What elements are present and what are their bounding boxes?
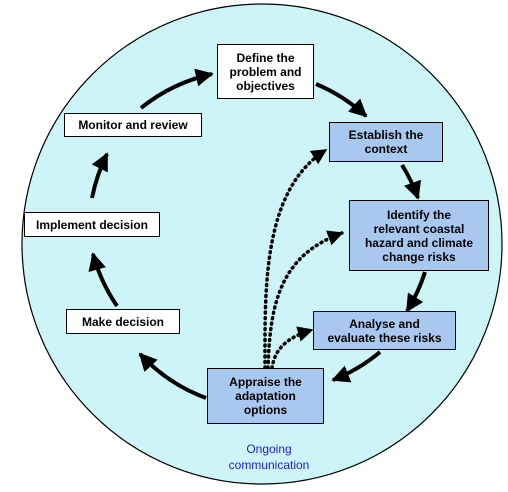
step-make-decision: Make decision (66, 309, 180, 334)
cycle-arrow-implement-to-monitor (90, 152, 109, 199)
cycle-arrow-monitor-to-define (139, 68, 214, 110)
step-identify-risks: Identify the relevant coastal hazard and… (349, 200, 489, 271)
step-appraise-options: Appraise the adaptation options (207, 368, 324, 424)
cycle-arrow-make-to-implement (88, 252, 119, 308)
step-analyse-risks: Analyse and evaluate these risks (313, 311, 456, 350)
step-monitor-review: Monitor and review (64, 113, 202, 137)
feedback-arrows (263, 148, 344, 370)
cycle-arrow-analyse-to-appraise (331, 350, 382, 383)
cycle-arrow-appraise-to-make (138, 352, 207, 400)
feedback-arrow-to-establish (263, 148, 328, 370)
step-establish-context: Establish the context (329, 122, 443, 162)
ongoing-communication-caption: Ongoing communication (228, 442, 310, 472)
cycle-arrow-establish-to-identify (400, 163, 421, 200)
step-implement-decision: Implement decision (24, 212, 160, 237)
cycle-arrow-define-to-establish (315, 82, 368, 118)
feedback-arrow-to-analyse (270, 326, 314, 370)
feedback-arrow-to-identify (266, 230, 344, 370)
cycle-arrow-identify-to-analyse (405, 271, 427, 313)
step-define-problem: Define the problem and objectives (217, 44, 314, 99)
cycle-arrows (88, 68, 427, 400)
